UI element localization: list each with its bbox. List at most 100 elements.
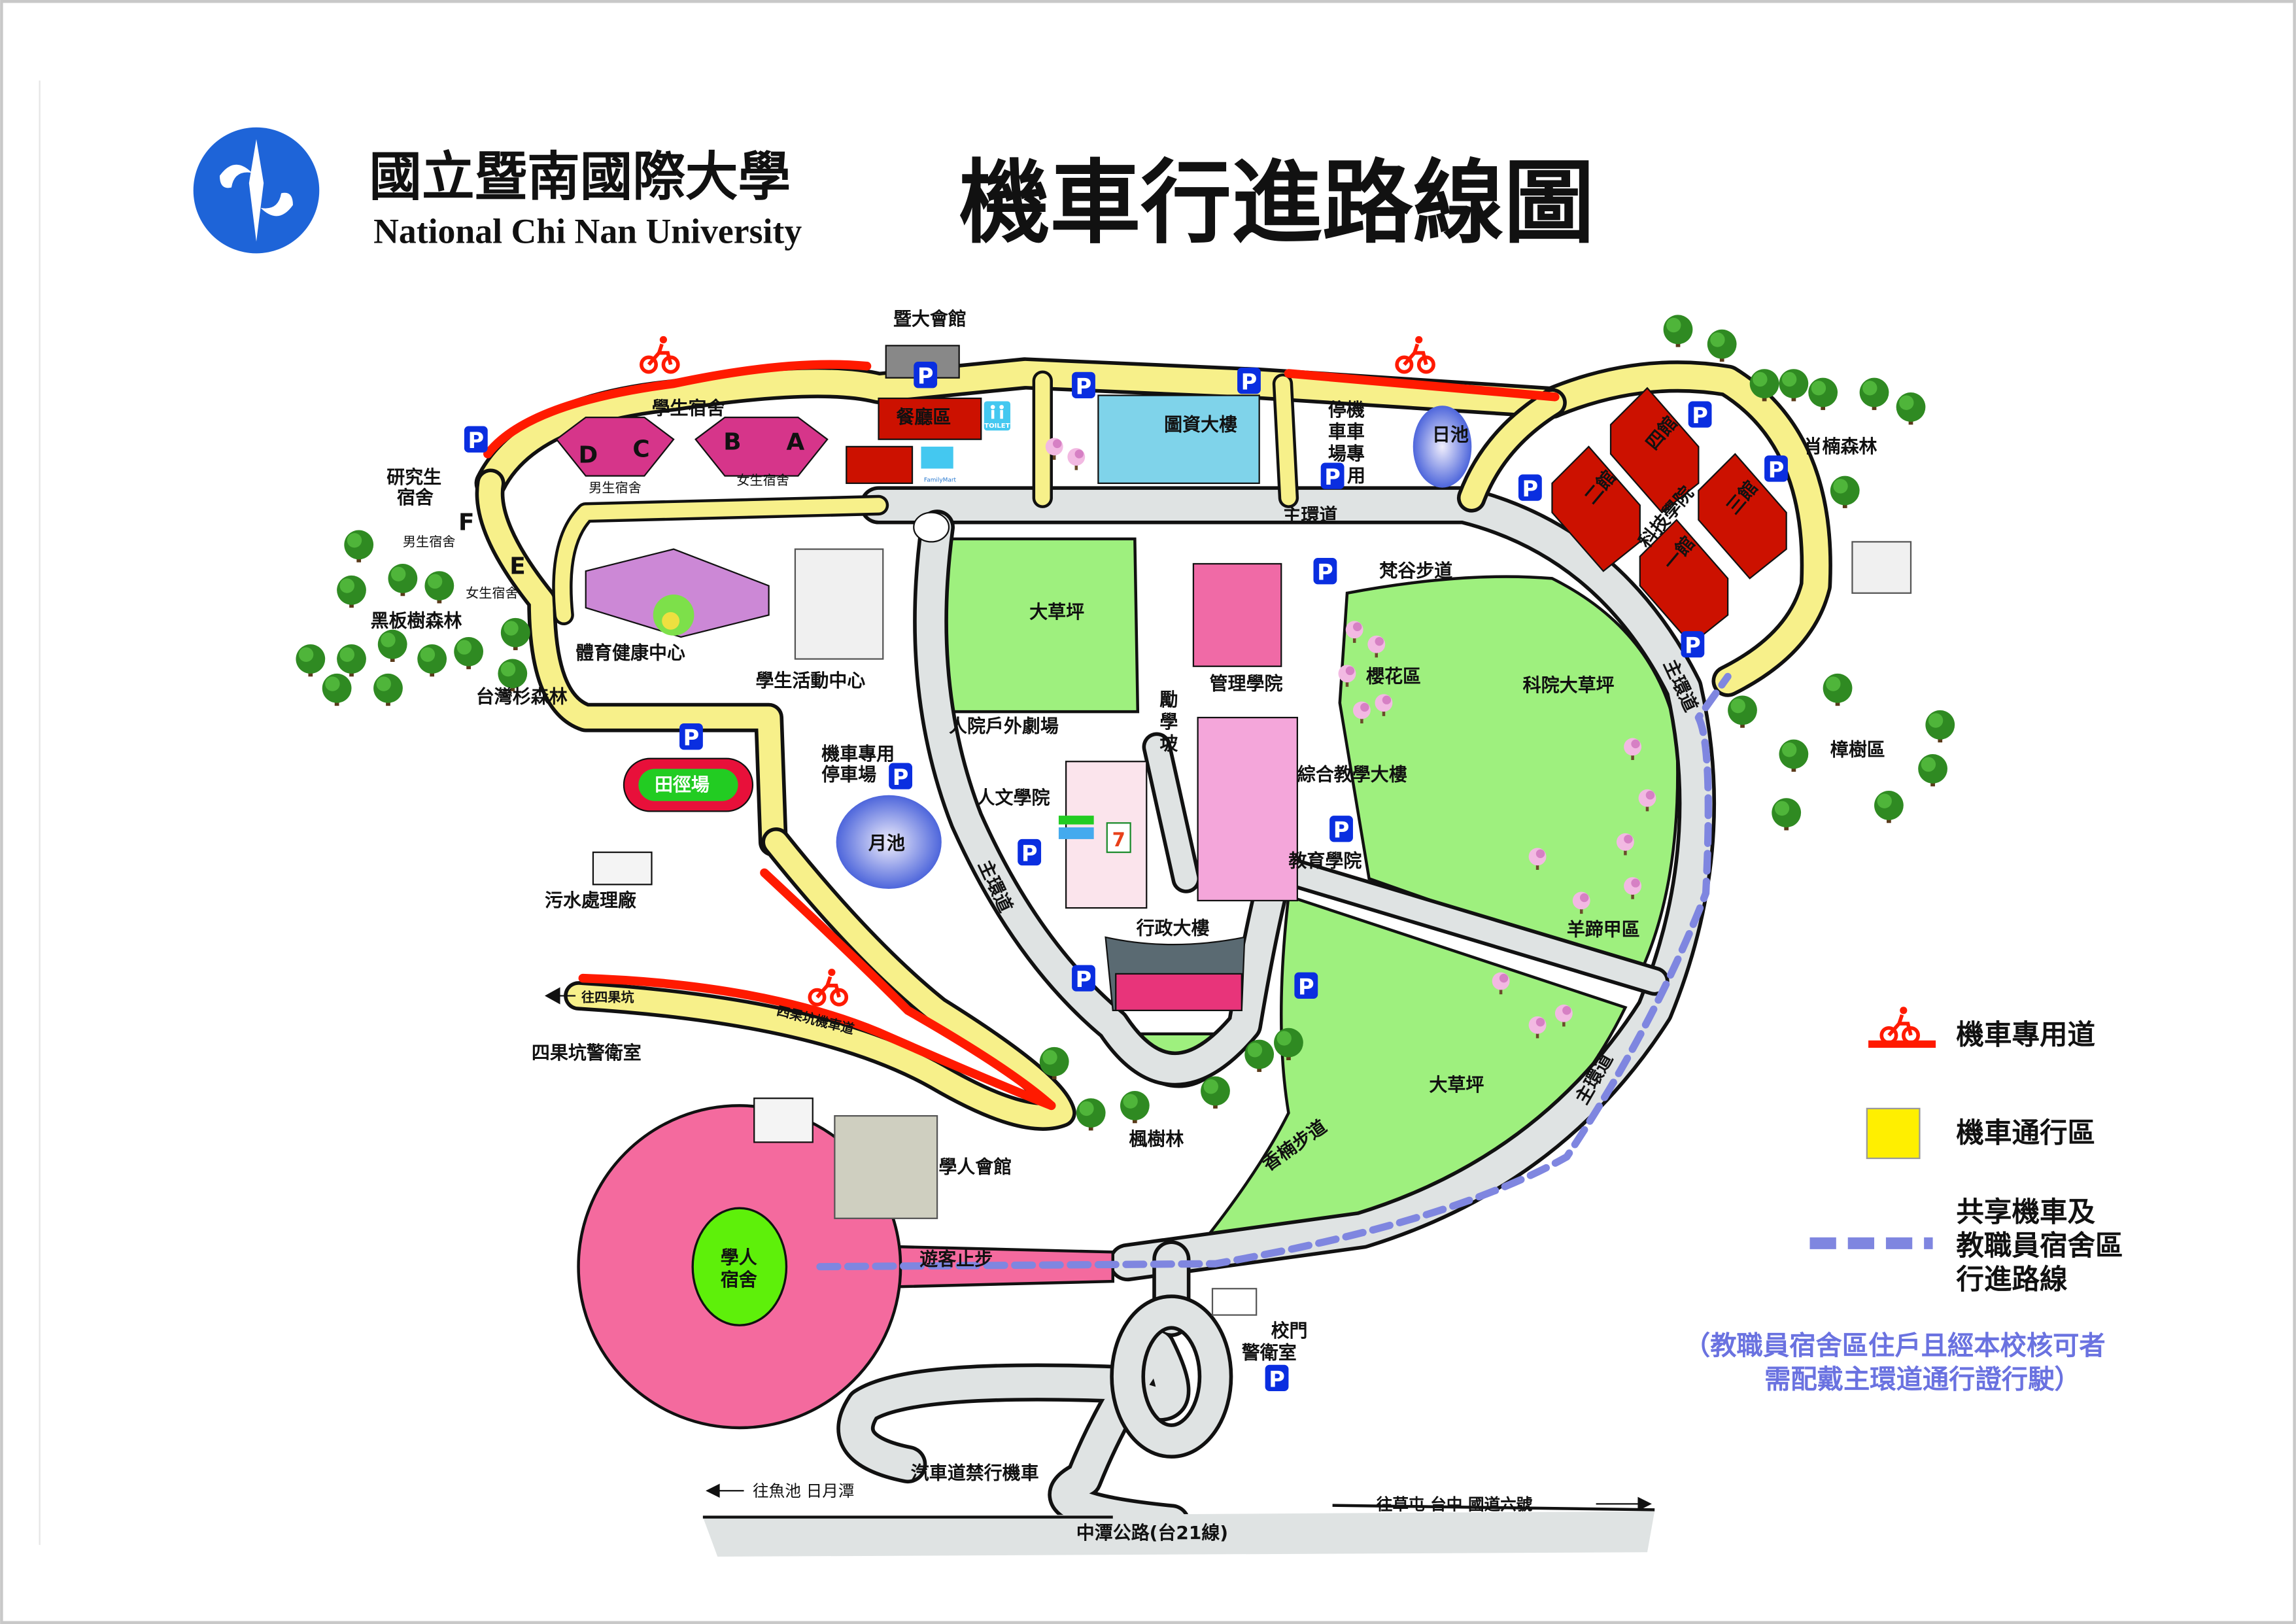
label-sgk-guard: 四果坑警衛室	[532, 1042, 642, 1063]
legend-shared-1: 教職員宿舍區	[1956, 1230, 2123, 1262]
activity-center-building	[794, 548, 884, 660]
label-big-lawn: 大草坪	[1029, 601, 1084, 623]
parking-icon[interactable]	[1265, 1364, 1289, 1392]
seven-eleven-mark	[1106, 822, 1131, 854]
label-no-moto: 汽車道禁行機車	[911, 1462, 1039, 1483]
label-dorm-d: D	[579, 442, 598, 469]
label-gate-guard-1: 警衛室	[1242, 1342, 1297, 1364]
label-dorm-b: B	[723, 428, 741, 455]
dorm-dc	[555, 416, 675, 477]
label-to-yuchi: 往魚池 日月潭	[753, 1481, 854, 1500]
parking-icon[interactable]	[679, 723, 703, 751]
parking-icon[interactable]	[1764, 455, 1788, 483]
parking-icon[interactable]	[889, 763, 913, 791]
label-moto-parking-v-1: 車車	[1328, 421, 1365, 442]
label-grad-dorm-0: 研究生	[386, 466, 441, 488]
label-grad-female: 女生宿舍	[466, 585, 519, 600]
library-building	[1097, 394, 1260, 484]
legend-shared-2: 行進路線	[1956, 1264, 2068, 1296]
label-toilet: TOILET	[984, 423, 1010, 430]
parking-icon[interactable]	[1018, 838, 1042, 867]
shared-route	[816, 672, 1732, 1271]
label-library: 圖資大樓	[1164, 413, 1237, 435]
label-moto-parking-1: 停車場	[821, 763, 876, 785]
moto-only-lanes	[483, 360, 1560, 1111]
label-general-building: 綜合教學大樓	[1297, 763, 1407, 785]
label-main-ring-1: 主環道	[1282, 504, 1337, 526]
scholar-hall-building	[834, 1114, 938, 1219]
sewage-building	[592, 851, 653, 886]
parking-icon[interactable]	[464, 426, 488, 454]
parking-icon[interactable]	[1072, 965, 1095, 993]
familymart-mark	[921, 446, 953, 469]
moon-pond	[836, 795, 942, 890]
main-ring-road	[702, 486, 1717, 1557]
label-dorm-a: A	[786, 428, 804, 455]
label-fangu-trail: 梵谷步道	[1379, 560, 1452, 581]
label-heiban-forest: 黑板樹森林	[371, 610, 462, 631]
university-name-en: National Chi Nan University	[373, 212, 802, 251]
label-camphor: 樟樹區	[1830, 738, 1885, 760]
label-admin: 行政大樓	[1136, 917, 1210, 939]
label-xiaonan-forest: 肖楠森林	[1804, 436, 1877, 457]
label-sun-pond: 日池	[1432, 424, 1469, 445]
arrow-left-icon	[706, 1483, 744, 1498]
label-alumni-hall: 暨大會館	[893, 308, 967, 330]
arrow-left-icon	[544, 987, 576, 1005]
scholar-dorm-area	[577, 1104, 1115, 1430]
toilet-icon: TOILET	[984, 401, 1011, 431]
dorm-ba	[694, 416, 829, 477]
parking-icon[interactable]	[1237, 367, 1261, 395]
sun-pond	[1413, 406, 1472, 488]
label-theater: 人院戶外劇場	[949, 715, 1059, 736]
label-liberal-arts: 人文學院	[977, 787, 1050, 808]
label-scholar-dorm-1: 宿舍	[721, 1269, 757, 1290]
gate-guard-building	[1211, 1288, 1258, 1316]
label-education: 教育學院	[1288, 850, 1362, 871]
university-name-zh: 國立暨南國際大學	[369, 146, 791, 208]
label-student-dorm: 學生宿舍	[651, 398, 725, 419]
parking-icon[interactable]	[1294, 972, 1318, 1000]
big-lawn	[943, 537, 1140, 714]
label-grad-dorm-1: 宿舍	[397, 487, 434, 508]
parking-icon[interactable]	[1518, 474, 1542, 502]
parking-icon[interactable]	[1313, 558, 1337, 585]
label-dorm-c: C	[632, 436, 649, 463]
parking-icon[interactable]	[1688, 401, 1712, 429]
highway	[702, 1511, 1655, 1557]
arrow-right-icon	[1596, 1496, 1652, 1512]
parking-icon[interactable]	[914, 362, 938, 389]
legend-moto-allowed: 機車通行區	[1956, 1117, 2095, 1149]
label-sewage: 污水處理廠	[545, 890, 636, 911]
label-to-caotun: 往草屯 台中 國道六號	[1377, 1494, 1533, 1513]
parking-icon[interactable]	[1072, 371, 1095, 400]
dining-building	[878, 397, 982, 440]
label-moto-parking-v-0: 停機	[1328, 399, 1365, 421]
sports-center-building	[585, 548, 770, 638]
label-big-lawn-2: 大草坪	[1429, 1074, 1484, 1096]
label-male-dorm: 男生宿舍	[589, 479, 642, 495]
label-sakura: 櫻花區	[1365, 665, 1421, 687]
university-logo	[193, 127, 320, 254]
label-gate-guard-0: 校門	[1271, 1320, 1308, 1341]
label-lixue-slope-1: 學	[1159, 711, 1178, 733]
legend-moto-allowed-swatch	[1866, 1107, 1921, 1160]
legend-moto-only: 機車專用道	[1956, 1019, 2095, 1051]
parking-icon[interactable]	[1329, 816, 1353, 843]
label-zhongtan: 中潭公路(台21線)	[1076, 1522, 1228, 1544]
label-lixue-slope-0: 勵	[1159, 689, 1178, 710]
parking-icon[interactable]	[1681, 631, 1705, 659]
label-activity-center: 學生活動中心	[755, 670, 865, 691]
label-taiwania-forest: 台灣杉森林	[476, 686, 568, 708]
label-dining: 餐廳區	[896, 406, 951, 428]
label-moto-parking-v-2: 場專	[1328, 443, 1365, 464]
label-visitor-stop: 遊客止步	[919, 1248, 993, 1270]
parking-icon[interactable]	[1320, 462, 1345, 491]
label-maple: 楓樹林	[1129, 1128, 1184, 1150]
label-moto-parking-v-3: 用	[1347, 465, 1365, 487]
label-to-sgk: 往四果坑	[581, 989, 634, 1005]
label-familymart: FamilyMart	[924, 477, 957, 484]
label-yangti: 羊蹄甲區	[1567, 919, 1640, 941]
legend: 機車專用道 機車通行區 共享機車及 教職員宿舍區 行進路線 （教職員宿舍區住戶且…	[1684, 1007, 2123, 1395]
sci-college-buildings	[1551, 387, 1787, 646]
